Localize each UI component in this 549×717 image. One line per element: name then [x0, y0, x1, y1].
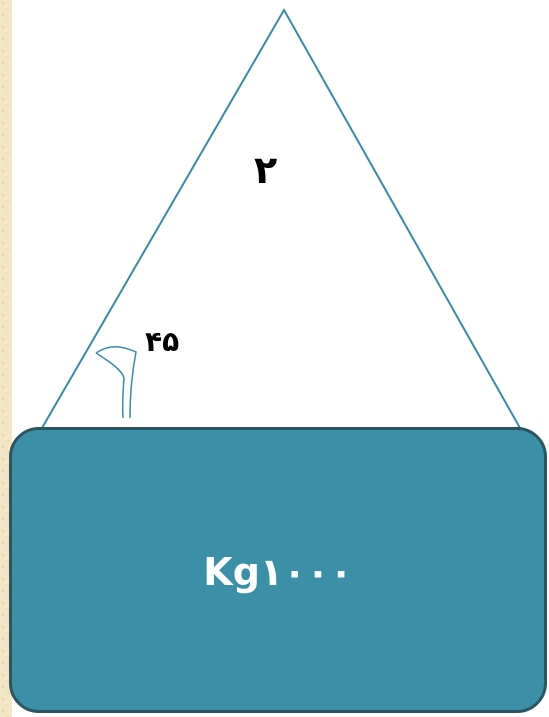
- angle-arc-marker: [95, 346, 137, 419]
- apex-label: ٢: [254, 148, 278, 192]
- weight-box: Kg۱۰۰۰: [9, 427, 547, 713]
- angle-label: ۴۵: [145, 325, 180, 358]
- weight-label: Kg۱۰۰۰: [203, 550, 353, 594]
